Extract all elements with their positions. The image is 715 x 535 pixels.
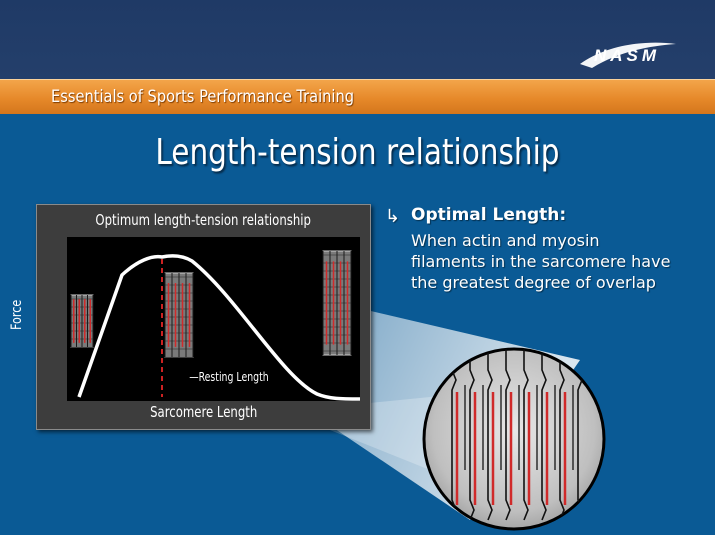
course-banner: Essentials of Sports Performance Trainin… <box>0 79 715 114</box>
definition-body: When actin and myosin filaments in the s… <box>411 231 671 292</box>
x-axis-label-text: Sarcomere Length <box>149 403 258 421</box>
slide-title: Length-tension relationship <box>0 132 715 173</box>
slide-title-text: Length-tension relationship <box>155 132 560 173</box>
sarcomere-long <box>322 250 352 356</box>
nasm-logo-swoosh-icon <box>580 42 676 68</box>
x-axis-label: Sarcomere Length <box>37 403 370 421</box>
slide-header: NASM <box>0 0 715 79</box>
course-banner-title: Essentials of Sports Performance Trainin… <box>51 87 355 107</box>
sarcomere-short <box>70 294 94 348</box>
resting-length-label: —Resting Length <box>178 370 280 384</box>
hook-arrow-icon: ↳ <box>385 206 401 226</box>
nasm-logo-text: NASM <box>594 46 661 65</box>
force-curve <box>77 254 361 401</box>
plot-area <box>67 237 361 401</box>
definition-heading: Optimal Length: <box>411 205 567 225</box>
force-curve-chart <box>70 250 361 401</box>
graph-title-text: Optimum length-tension relationship <box>95 211 312 229</box>
sarcomere-optimal <box>164 272 194 358</box>
graph-title: Optimum length-tension relationship <box>37 211 370 229</box>
y-axis-label: Force <box>9 299 25 330</box>
resting-length-label-text: —Resting Length <box>189 370 269 384</box>
magnifier-lens <box>422 347 606 531</box>
lens-sarcomere <box>451 349 583 521</box>
length-tension-graph: Optimum length-tension relationship Sarc… <box>36 204 371 430</box>
